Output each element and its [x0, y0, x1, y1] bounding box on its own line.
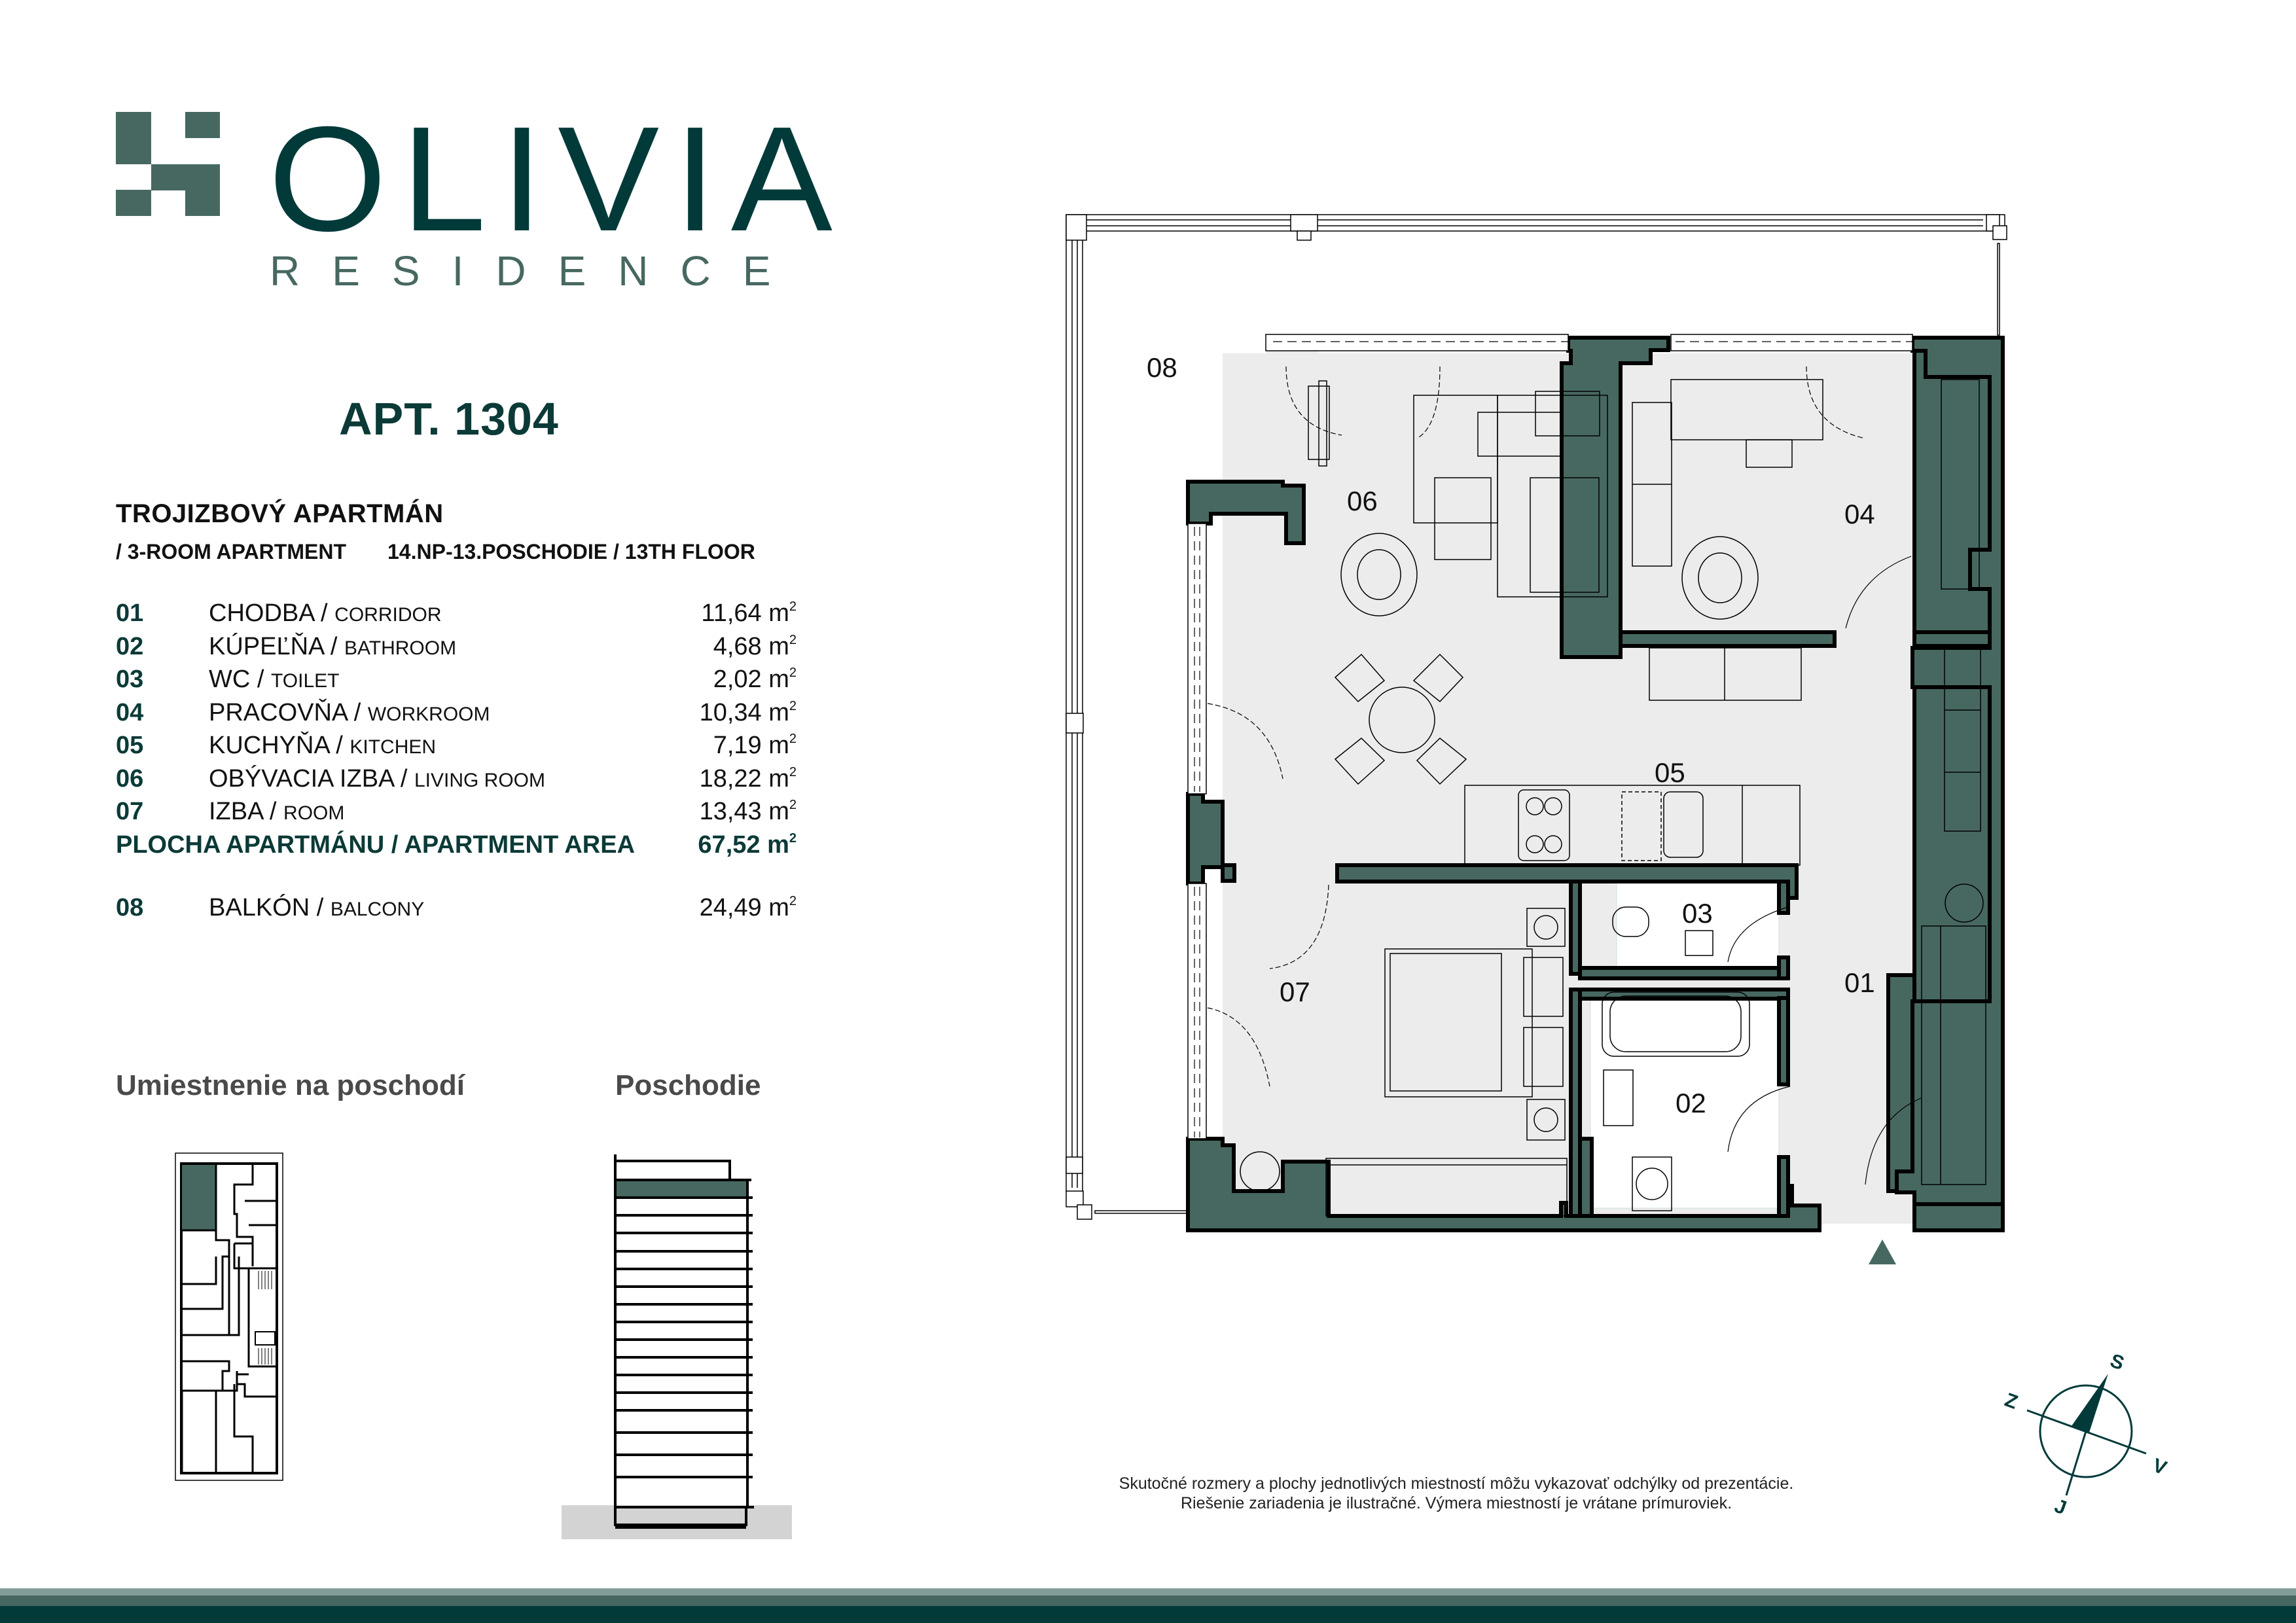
label-03: 03: [1682, 898, 1713, 929]
total-area-row: PLOCHA APARTMÁNU / APARTMENT AREA 67,52 …: [116, 830, 797, 859]
railing-post: [1066, 713, 1084, 734]
room-row: 03 WC / TOILET 2,02 m2: [116, 666, 797, 693]
furniture: [1240, 379, 1986, 1217]
balcony-row: 08 BALKÓN / BALCONY 24,49 m2: [116, 891, 797, 925]
label-02: 02: [1676, 1088, 1706, 1118]
compass-icon: S Z V J: [2002, 1350, 2170, 1520]
label-05: 05: [1655, 757, 1685, 788]
room-row: 02 KÚPEĽŇA / BATHROOM 4,68 m2: [116, 632, 797, 660]
disclaimer: Skutočné rozmery a plochy jednotlivých m…: [1119, 1474, 1794, 1512]
apartment-type-en: / 3-ROOM APARTMENT: [116, 540, 346, 563]
label-06: 06: [1347, 486, 1378, 516]
footer-stripe-dark: [0, 1606, 2296, 1623]
highlighted-apartment: [182, 1165, 216, 1230]
apartment-title: APT. 1304: [339, 393, 559, 444]
apartment-type: TROJIZBOVÝ APARTMÁN: [116, 499, 444, 528]
room-table: 01 CHODBA / CORRIDOR 11,64 m2 02 KÚPEĽŇA…: [116, 597, 797, 861]
entrance-arrow-icon: [1869, 1240, 1896, 1264]
apartment-floor: 14.NP-13.POSCHODIE / 13TH FLOOR: [387, 540, 755, 563]
room-row: 08 BALKÓN / BALCONY 24,49 m2: [116, 894, 797, 921]
room-row: 01 CHODBA / CORRIDOR 11,64 m2: [116, 599, 797, 627]
walls: [1186, 336, 2005, 1232]
svg-text:S: S: [2108, 1350, 2127, 1375]
room-row: 07 IZBA / ROOM 13,43 m2: [116, 798, 797, 825]
room-row: 05 KUCHYŇA / KITCHEN 7,19 m2: [116, 732, 797, 759]
label-08: 08: [1147, 352, 1177, 383]
room-row: 04 PRACOVŇA / WORKROOM 10,34 m2: [116, 698, 797, 726]
door-swings: [1727, 556, 1922, 1185]
logo-wordmark: OLIVIA: [268, 96, 848, 262]
footer-stripe-mid: [0, 1596, 2296, 1606]
windows: [1187, 334, 1913, 1139]
room-row: 06 OBÝVACIA IZBA / LIVING ROOM 18,22 m2: [116, 764, 797, 793]
label-04: 04: [1844, 499, 1875, 529]
svg-text:Z: Z: [2002, 1389, 2021, 1414]
balcony-railing: [1066, 214, 2007, 1220]
floor-label: Poschodie: [615, 1069, 761, 1101]
footer-stripe-light: [0, 1588, 2296, 1596]
doors: [1207, 366, 1866, 1087]
floor-location-plan: [175, 1152, 283, 1481]
svg-text:V: V: [2150, 1455, 2170, 1480]
logo-mark: [116, 112, 220, 216]
label-07: 07: [1280, 976, 1310, 1007]
highlighted-floor: [617, 1181, 747, 1197]
logo-subtitle: RESIDENCE: [270, 247, 803, 294]
location-label: Umiestnenie na poschodí: [116, 1069, 465, 1101]
svg-text:J: J: [2052, 1495, 2070, 1520]
room-labels: 08 06 04 05 03 01 07 02: [1147, 352, 1875, 1118]
building-section: [562, 1154, 792, 1539]
label-01: 01: [1844, 967, 1875, 998]
